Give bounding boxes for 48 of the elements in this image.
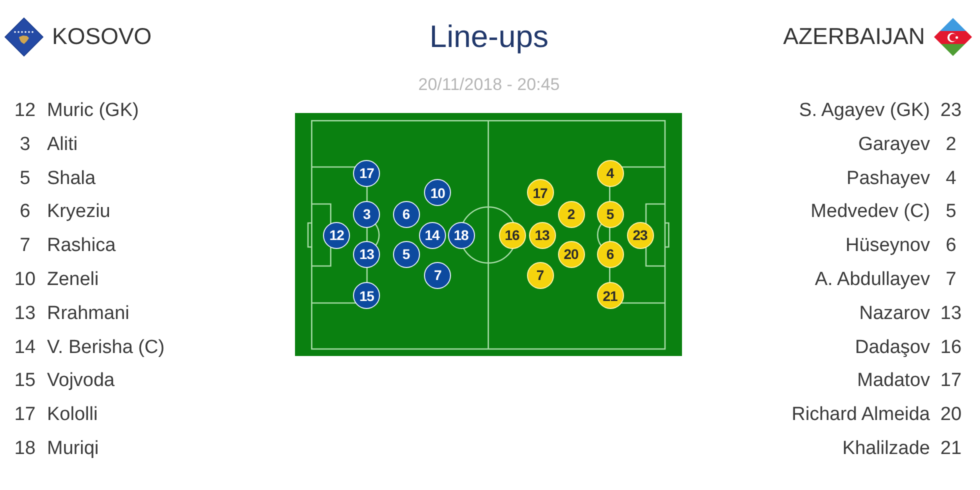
shirt-number: 16: [940, 336, 962, 359]
shirt-number: 6: [946, 235, 956, 258]
shirt-number: 17: [14, 404, 36, 426]
player-name: Medvedev (C): [810, 201, 930, 224]
shirt-number: 14: [14, 336, 36, 359]
shirt-number: 2: [946, 134, 956, 156]
player-name: Hüseynov: [846, 235, 930, 258]
title: Line-ups: [430, 19, 548, 55]
player-name: Aliti: [47, 134, 78, 156]
player-name: Zeneli: [47, 269, 99, 291]
shirt-number: 4: [946, 168, 956, 190]
player-name: A. Abdullayev: [814, 269, 930, 291]
shirt-number: 17: [940, 370, 962, 392]
shirt-number: 6: [20, 201, 30, 224]
shirt-number: 21: [940, 438, 962, 460]
player-name: Rashica: [47, 235, 116, 258]
match-date: 20/11/2018 - 20:45: [418, 75, 560, 95]
team-name: KOSOVO: [52, 23, 152, 50]
shirt-number: 5: [946, 201, 956, 224]
shirt-number: 20: [940, 404, 962, 426]
player-name: Richard Almeida: [792, 404, 930, 426]
player-name: Madatov: [857, 370, 930, 392]
player-name: Kryeziu: [47, 201, 110, 224]
player-name: Muric (GK): [47, 100, 139, 122]
shirt-number: 7: [20, 235, 30, 258]
player-name: Muriqi: [47, 438, 99, 460]
shirt-number: 12: [14, 100, 36, 122]
shirt-number: 18: [14, 438, 36, 460]
player-name: Khalilzade: [842, 438, 930, 460]
player-name: Pashayev: [846, 168, 930, 190]
shirt-number: 15: [14, 370, 36, 392]
player-name: Vojvoda: [47, 370, 115, 392]
player-name: S. Agayev (GK): [799, 100, 930, 122]
shirt-number: 5: [20, 168, 30, 190]
shirt-number: 23: [940, 100, 962, 122]
player-name: Shala: [47, 168, 96, 190]
shirt-number: 3: [20, 134, 30, 156]
shirt-number: 13: [14, 302, 36, 325]
player-name: Kololli: [47, 404, 98, 426]
player-name: Dadaşov: [855, 336, 930, 359]
shirt-number: 13: [940, 302, 962, 325]
player-name: V. Berisha (C): [47, 336, 165, 359]
shirt-number: 10: [14, 269, 36, 291]
shirt-number: 7: [946, 269, 956, 291]
player-name: Garayev: [858, 134, 930, 156]
player-name: Rrahmani: [47, 302, 130, 325]
team-name: AZERBAIJAN: [783, 23, 925, 50]
player-name: Nazarov: [859, 302, 930, 325]
